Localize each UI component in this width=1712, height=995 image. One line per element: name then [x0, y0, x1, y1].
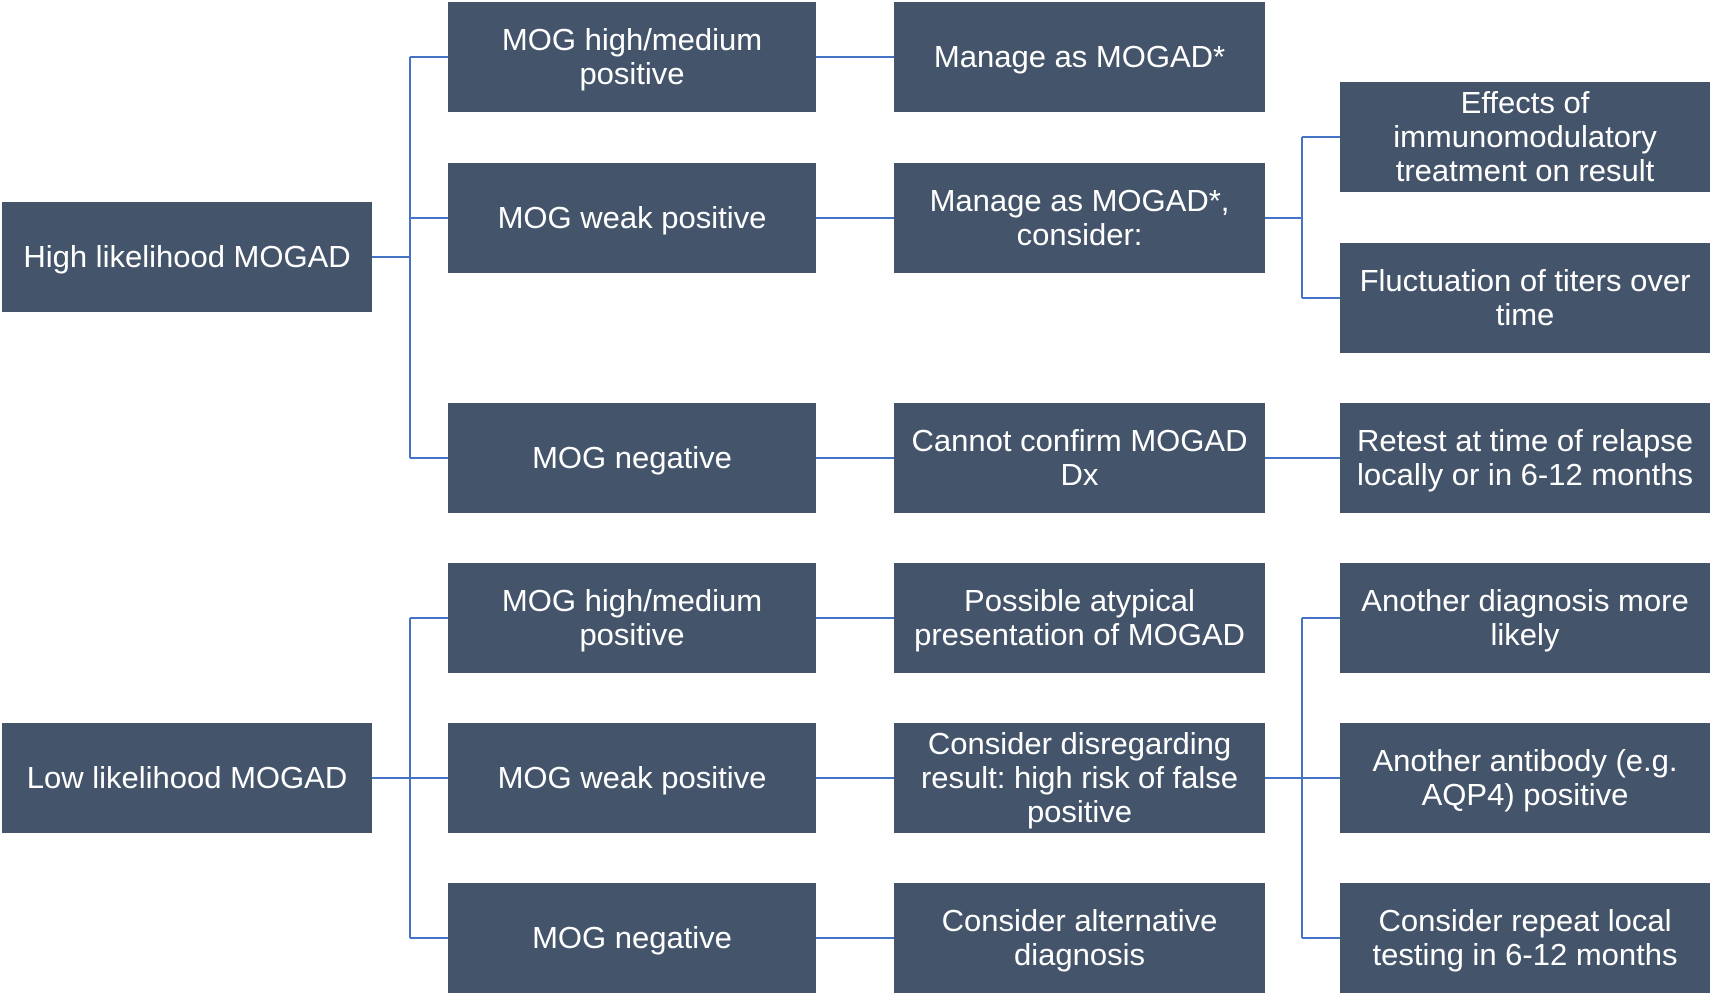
low-result-weak-positive: MOG weak positive [448, 723, 816, 833]
action-manage-mogad: Manage as MOGAD* [894, 2, 1265, 112]
root-high-likelihood: High likelihood MOGAD [2, 202, 372, 312]
action-atypical-presentation: Possible atypical presentation of MOGAD [894, 563, 1265, 673]
result-weak-positive: MOG weak positive [448, 163, 816, 273]
low-result-high-med-positive: MOG high/medium positive [448, 563, 816, 673]
outcome-another-antibody: Another antibody (e.g. AQP4) positive [1340, 723, 1710, 833]
low-result-negative: MOG negative [448, 883, 816, 993]
outcome-another-diagnosis: Another diagnosis more likely [1340, 563, 1710, 673]
root-low-likelihood: Low likelihood MOGAD [2, 723, 372, 833]
consider-immunomodulatory: Effects of immunomodulatory treatment on… [1340, 82, 1710, 192]
connector-high-root [372, 56, 448, 459]
consider-titer-fluctuation: Fluctuation of titers over time [1340, 243, 1710, 353]
connector-low-root [372, 617, 448, 939]
connector-low-outcomes [1265, 617, 1340, 939]
result-negative: MOG negative [448, 403, 816, 513]
action-alternative-diagnosis: Consider alternative diagnosis [894, 883, 1265, 993]
result-high-med-positive: MOG high/medium positive [448, 2, 816, 112]
action-manage-consider: Manage as MOGAD*, consider: [894, 163, 1265, 273]
action-disregard-result: Consider disregarding result: high risk … [894, 723, 1265, 833]
action-cannot-confirm: Cannot confirm MOGAD Dx [894, 403, 1265, 513]
retest-relapse: Retest at time of relapse locally or in … [1340, 403, 1710, 513]
connector-high-consider [1265, 136, 1340, 299]
outcome-repeat-testing: Consider repeat local testing in 6-12 mo… [1340, 883, 1710, 993]
